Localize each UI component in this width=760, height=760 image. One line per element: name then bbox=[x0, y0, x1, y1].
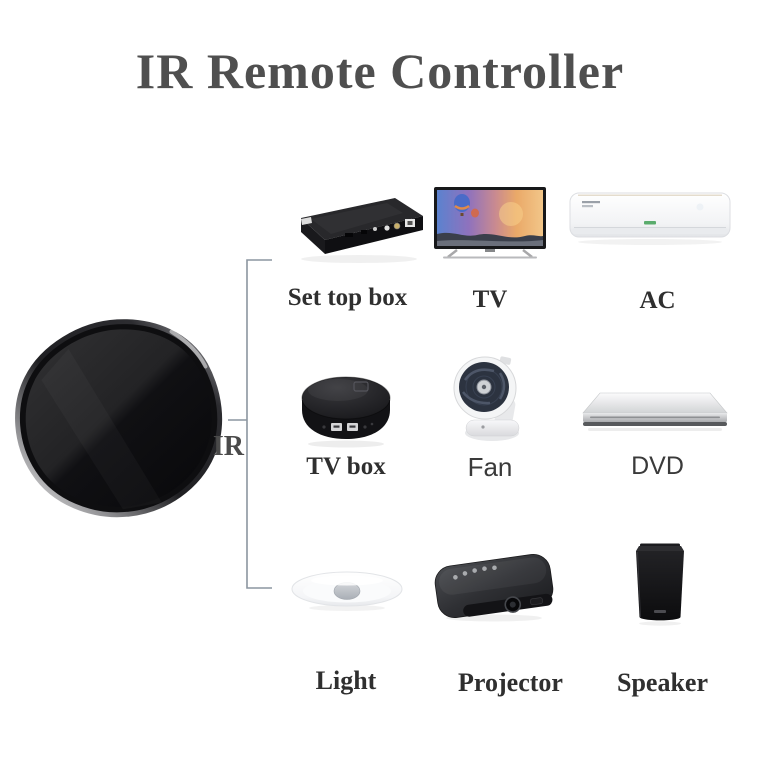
device-label-speaker: Speaker bbox=[617, 668, 708, 697]
device-label-fan: Fan bbox=[467, 452, 513, 482]
tv-box-image bbox=[301, 376, 391, 448]
device-label-projector: Projector bbox=[458, 668, 563, 697]
speaker-image bbox=[636, 543, 684, 626]
device-label-dvd: DVD bbox=[631, 452, 684, 480]
tv-image bbox=[434, 187, 546, 259]
hub-label: IR bbox=[212, 431, 244, 462]
device-label-tv-box: TV box bbox=[306, 453, 386, 480]
projector-image bbox=[434, 553, 554, 622]
light-image bbox=[291, 571, 403, 611]
fan-image bbox=[453, 356, 520, 441]
device-label-ac: AC bbox=[639, 287, 676, 314]
device-label-set-top-box: Set top box bbox=[287, 284, 408, 311]
ir-hub-image bbox=[15, 319, 223, 518]
device-label-light: Light bbox=[315, 666, 377, 695]
ac-image bbox=[569, 192, 731, 245]
device-label-tv: TV bbox=[472, 286, 508, 313]
dvd-image bbox=[582, 392, 728, 431]
page-title: IR Remote Controller bbox=[135, 43, 625, 99]
set-top-box-image bbox=[301, 198, 423, 263]
connector-bracket bbox=[228, 259, 272, 589]
